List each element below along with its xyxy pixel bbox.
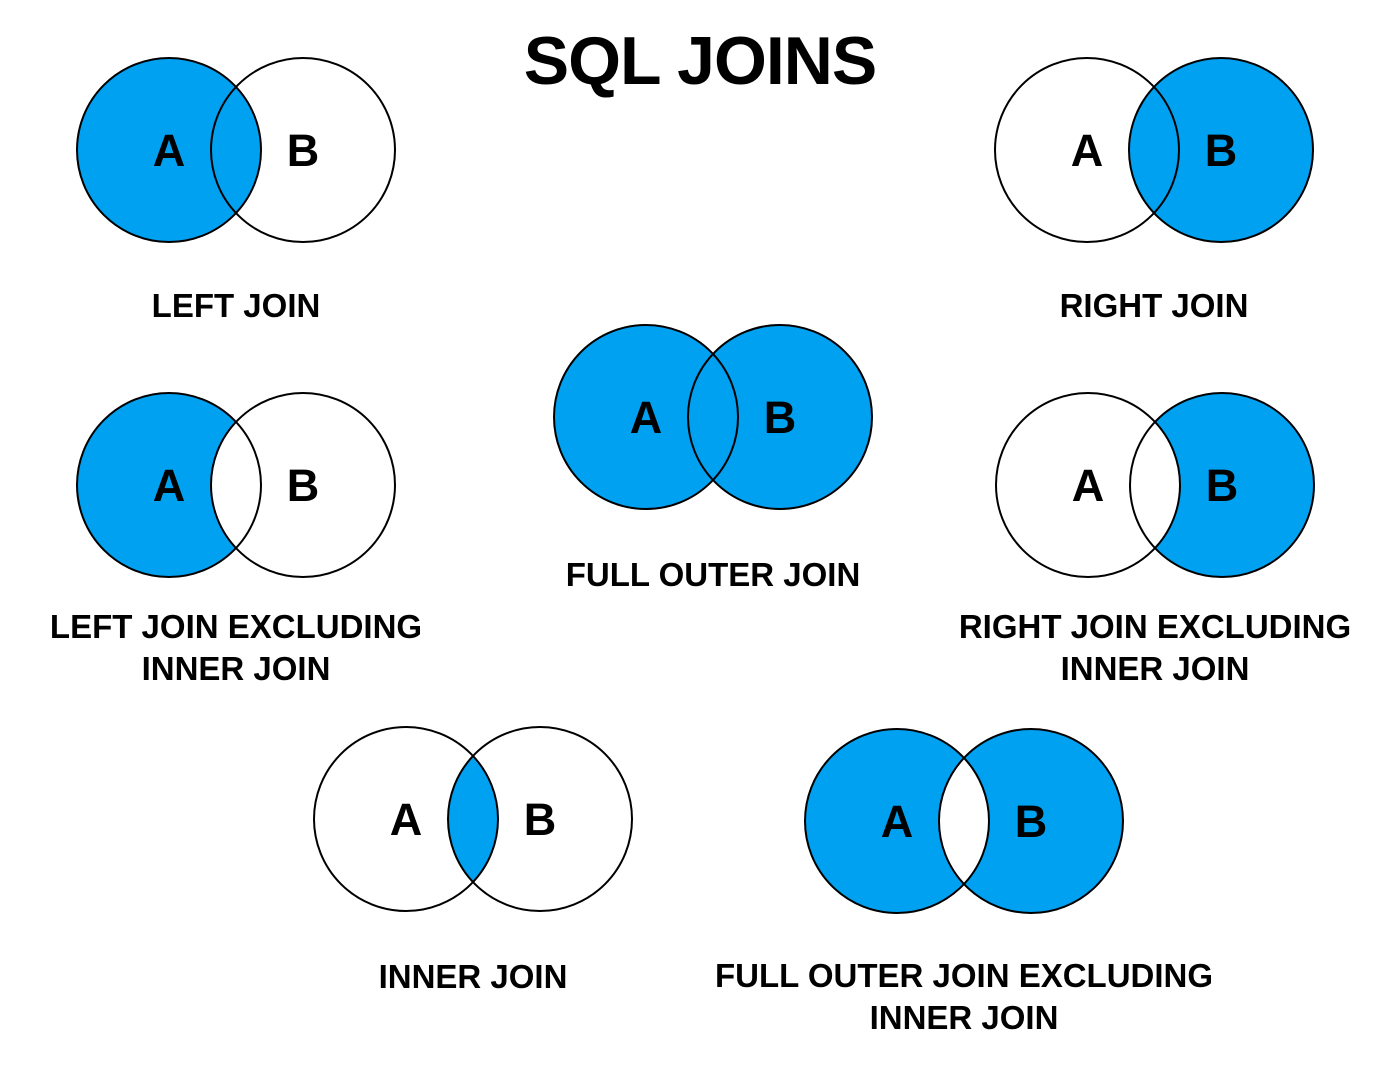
join-caption: INNER JOIN — [378, 958, 568, 995]
circle-a-fill — [314, 727, 498, 911]
join-caption: RIGHT JOIN — [1059, 287, 1249, 324]
shaded-region-b — [1129, 58, 1313, 242]
circle-a-fill — [995, 58, 1179, 242]
shaded-region-b — [939, 729, 1123, 913]
circle-a-fill — [996, 393, 1180, 577]
shaded-region-a — [554, 325, 738, 509]
set-a-label: A — [1072, 460, 1105, 511]
set-a-label: A — [1071, 125, 1104, 176]
circle-b-fill — [211, 58, 395, 242]
set-b-label: B — [287, 460, 320, 511]
set-a-label: A — [630, 392, 663, 443]
circle-a-outline — [76, 57, 262, 243]
shaded-region-a — [77, 393, 261, 577]
circle-b-outline — [687, 324, 873, 510]
circle-a-outline — [804, 728, 990, 914]
join-caption: LEFT JOIN — [151, 287, 321, 324]
set-a-label: A — [881, 796, 914, 847]
join-caption: FULL OUTER JOIN — [565, 556, 861, 593]
circle-b-outline — [938, 728, 1124, 914]
circle-a-outline — [313, 726, 499, 912]
shaded-region-a — [77, 58, 261, 242]
page-title: SQL JOINS — [523, 23, 878, 99]
set-b-label: B — [1206, 460, 1239, 511]
set-b-label: B — [1015, 796, 1048, 847]
circle-a-outline — [995, 392, 1181, 578]
join-caption: FULL OUTER JOIN EXCLUDING INNER JOIN — [714, 957, 1214, 1037]
set-b-label: B — [1205, 125, 1238, 176]
shaded-region-b — [688, 325, 872, 509]
set-a-label: A — [153, 125, 186, 176]
shaded-region-b — [1130, 393, 1314, 577]
circle-b-outline — [447, 726, 633, 912]
shaded-region-a — [805, 729, 989, 913]
set-a-label: A — [153, 460, 186, 511]
set-b-label: B — [524, 794, 557, 845]
circle-b-fill — [211, 393, 395, 577]
set-b-label: B — [764, 392, 797, 443]
circle-b-fill — [448, 727, 632, 911]
circle-a-outline — [76, 392, 262, 578]
circle-a-outline — [553, 324, 739, 510]
circle-a-outline — [994, 57, 1180, 243]
circle-b-outline — [1128, 57, 1314, 243]
set-b-label: B — [287, 125, 320, 176]
join-caption: LEFT JOIN EXCLUDING INNER JOIN — [49, 608, 423, 688]
join-caption: RIGHT JOIN EXCLUDING INNER JOIN — [958, 608, 1352, 688]
circle-b-outline — [210, 57, 396, 243]
set-a-label: A — [390, 794, 423, 845]
circle-b-outline — [210, 392, 396, 578]
circle-b-outline — [1129, 392, 1315, 578]
